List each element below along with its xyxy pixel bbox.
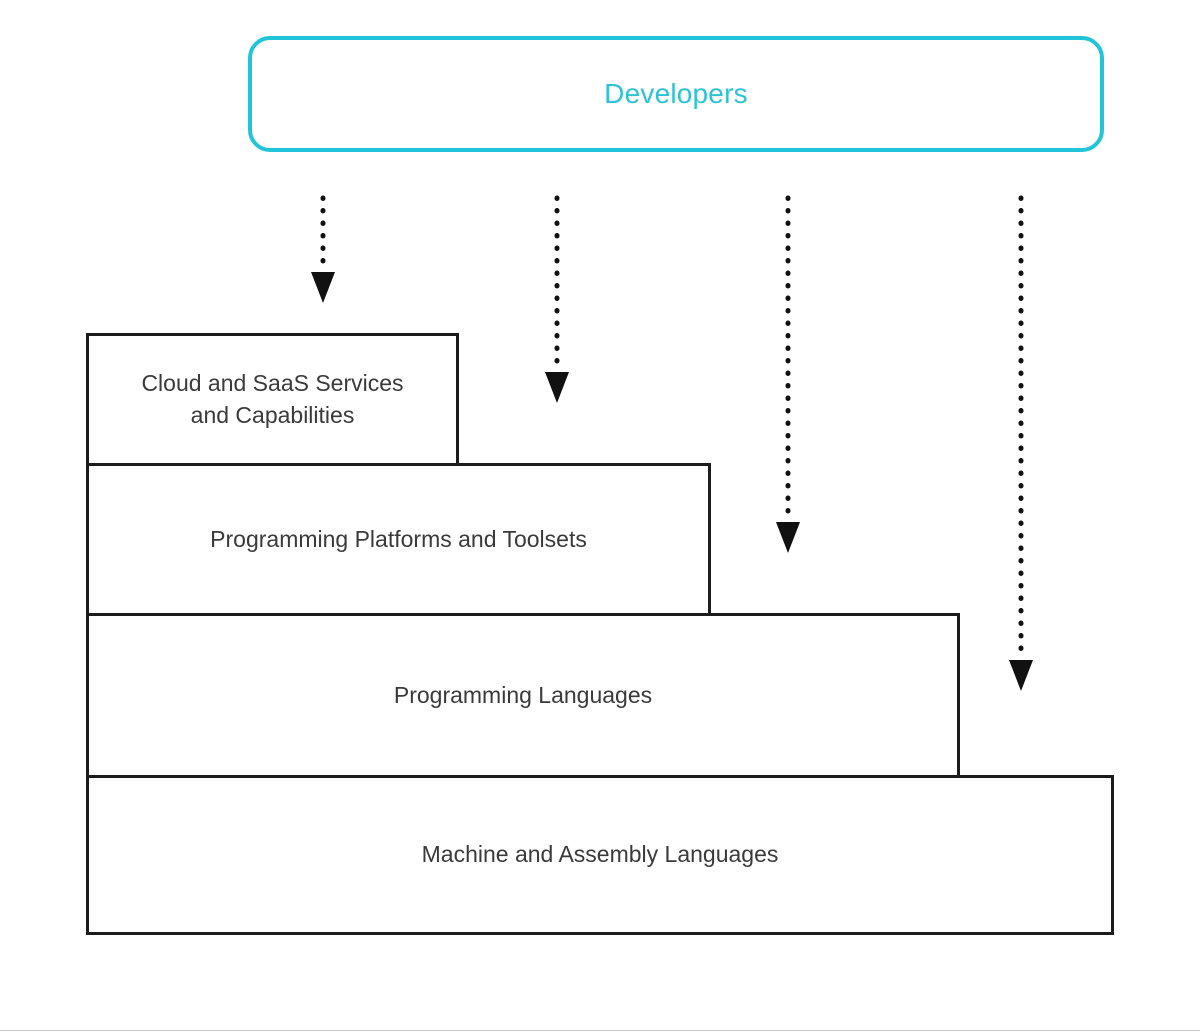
layer-programming-platforms-label: Programming Platforms and Toolsets bbox=[210, 525, 587, 552]
layer-cloud-saas-line1: Cloud and SaaS Services bbox=[141, 369, 404, 396]
developers-label: Developers bbox=[604, 78, 748, 110]
arrow-to-machine-assembly bbox=[1001, 195, 1041, 692]
layer-programming-platforms[interactable]: Programming Platforms and Toolsets bbox=[86, 463, 711, 616]
layer-machine-assembly[interactable]: Machine and Assembly Languages bbox=[86, 775, 1114, 935]
layer-machine-assembly-label: Machine and Assembly Languages bbox=[421, 841, 779, 868]
arrow-to-cloud-saas bbox=[303, 195, 343, 304]
arrow-to-programming-platforms bbox=[537, 195, 577, 404]
layer-cloud-saas[interactable]: Cloud and SaaS Services and Capabilities bbox=[86, 333, 459, 466]
layer-programming-languages-label: Programming Languages bbox=[393, 681, 653, 708]
layer-cloud-saas-line2: and Capabilities bbox=[190, 401, 355, 428]
bottom-divider bbox=[0, 1030, 1200, 1031]
layer-cloud-saas-label: Cloud and SaaS Services and Capabilities bbox=[127, 368, 417, 431]
developers-box[interactable]: Developers bbox=[248, 36, 1104, 152]
arrow-to-programming-languages bbox=[768, 195, 808, 554]
layer-programming-languages[interactable]: Programming Languages bbox=[86, 613, 960, 778]
